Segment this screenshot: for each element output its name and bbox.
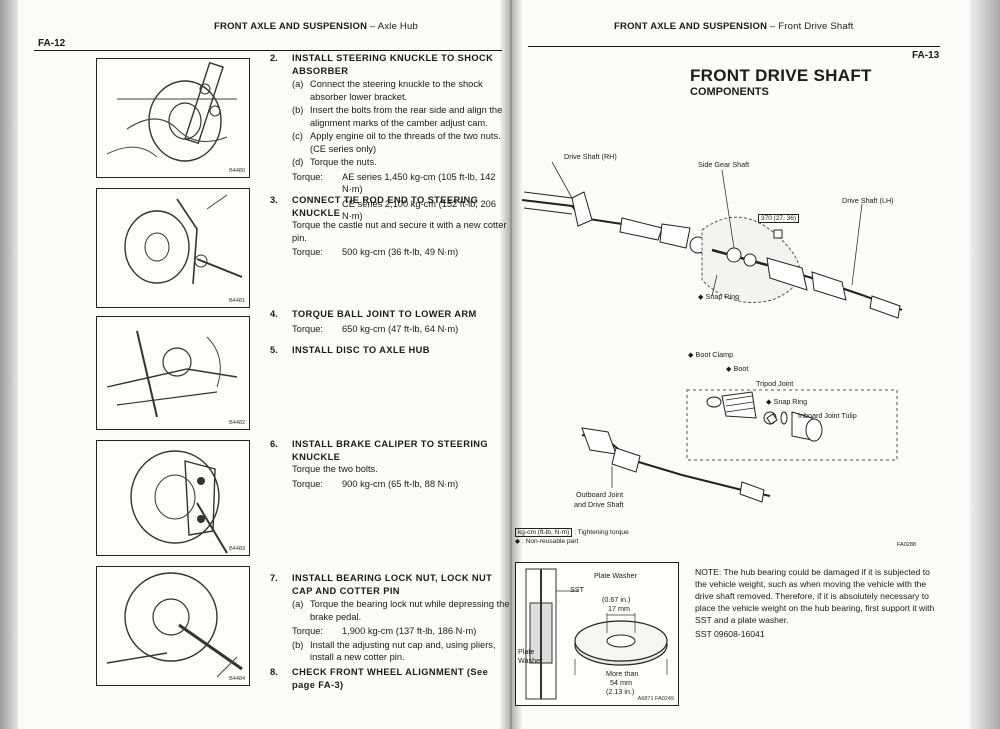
figure-steering-knuckle: B4480 [96, 58, 250, 178]
book-edge-right [970, 0, 1000, 729]
left-header-rule [34, 50, 502, 51]
figure-lock-nut: B4484 [96, 566, 250, 686]
label-tripod-joint: Tripod Joint [756, 379, 794, 388]
page-title: FRONT DRIVE SHAFT [690, 66, 872, 85]
book-edge-left [0, 0, 18, 729]
figure-code: B4482 [229, 420, 245, 426]
figure-code: B4484 [229, 676, 245, 682]
dim-diameter-2: 54 mm [610, 678, 632, 687]
figure-tie-rod: B4481 [96, 188, 250, 308]
step-6: 6. INSTALL BRAKE CALIPER TO STEERING KNU… [270, 438, 510, 490]
label-side-gear-shaft: Side Gear Shaft [698, 160, 750, 169]
dim-diameter-1: More than [606, 669, 639, 678]
label-plate: Plate [518, 647, 535, 656]
label-plate-washer: Plate Washer [594, 571, 637, 580]
figure-code: A9871 FA0249 [637, 696, 674, 702]
step-4: 4. TORQUE BALL JOINT TO LOWER ARM Torque… [270, 308, 510, 335]
label-drive-shaft-lh: Drive Shaft (LH) [842, 196, 894, 205]
components-heading: COMPONENTS [690, 86, 769, 98]
dim-thickness: (0.67 in.) [602, 595, 631, 604]
components-diagram: Drive Shaft (RH) Side Gear Shaft Drive S… [512, 100, 932, 550]
step-8: 8. CHECK FRONT WHEEL ALIGNMENT (See page… [270, 666, 510, 691]
left-section-title: FRONT AXLE AND SUSPENSION – Axle Hub [214, 21, 418, 32]
label-sst: SST [570, 585, 584, 594]
label-outboard-joint: Outboard Joint [576, 490, 624, 499]
right-page-number: FA-13 [912, 50, 940, 61]
dim-diameter-3: (2.13 in.) [606, 687, 635, 696]
step-2: 2. INSTALL STEERING KNUCKLE TO SHOCK ABS… [270, 52, 510, 223]
step-heading: INSTALL BRAKE CALIPER TO STEERING KNUCKL… [292, 439, 489, 462]
legend: kg-cm (ft-lb, N·m) : Tightening torque ◆… [515, 528, 629, 545]
sst-number: SST 09608-16041 [695, 629, 765, 639]
label-boot: ◆ Boot [726, 364, 749, 373]
step-3: 3. CONNECT TIE ROD END TO STEERING KNUCK… [270, 194, 510, 259]
step-5: 5. INSTALL DISC TO AXLE HUB [270, 344, 510, 357]
hub-bearing-note: NOTE: The hub bearing could be damaged i… [695, 567, 935, 625]
label-washer: Washer [518, 656, 543, 665]
step-heading: INSTALL BEARING LOCK NUT, LOCK NUT CAP A… [292, 573, 493, 596]
figure-code: B4481 [229, 298, 245, 304]
right-header-rule [528, 46, 940, 47]
figure-code: FA0288 [897, 542, 916, 548]
step-heading: CHECK FRONT WHEEL ALIGNMENT (See page FA… [292, 667, 489, 690]
left-page-number: FA-12 [38, 38, 66, 49]
step-heading: TORQUE BALL JOINT TO LOWER ARM [292, 309, 477, 319]
step-7: 7. INSTALL BEARING LOCK NUT, LOCK NUT CA… [270, 573, 510, 662]
label-snap-ring: ◆ Snap Ring [698, 292, 740, 301]
label-boot-clamp: ◆ Boot Clamp [688, 350, 734, 359]
right-section-title: FRONT AXLE AND SUSPENSION – Front Drive … [614, 21, 854, 32]
torque-spec-box: 370 (27, 36) [758, 214, 800, 223]
figure-plate-washer: Plate Washer SST Plate Washer (0.67 in.)… [515, 562, 679, 706]
label-inboard-joint-tulip: Inboard Joint Tulip [798, 411, 857, 420]
step-heading: INSTALL DISC TO AXLE HUB [292, 345, 430, 355]
book-gutter [500, 0, 522, 729]
label-drive-shaft-rh: Drive Shaft (RH) [564, 152, 617, 161]
label-snap-ring-2: ◆ Snap Ring [766, 397, 808, 406]
figure-ball-joint: B4482 [96, 316, 250, 430]
step-heading: INSTALL STEERING KNUCKLE TO SHOCK ABSORB… [292, 53, 494, 76]
dim-thickness-mm: 17 mm [608, 604, 630, 613]
figure-brake-caliper: B4483 [96, 440, 250, 556]
figure-code: B4483 [229, 546, 245, 552]
figure-code: B4480 [229, 168, 245, 174]
step-heading: CONNECT TIE ROD END TO STEERING KNUCKLE [292, 195, 479, 218]
label-outboard-joint-2: and Drive Shaft [574, 500, 624, 509]
